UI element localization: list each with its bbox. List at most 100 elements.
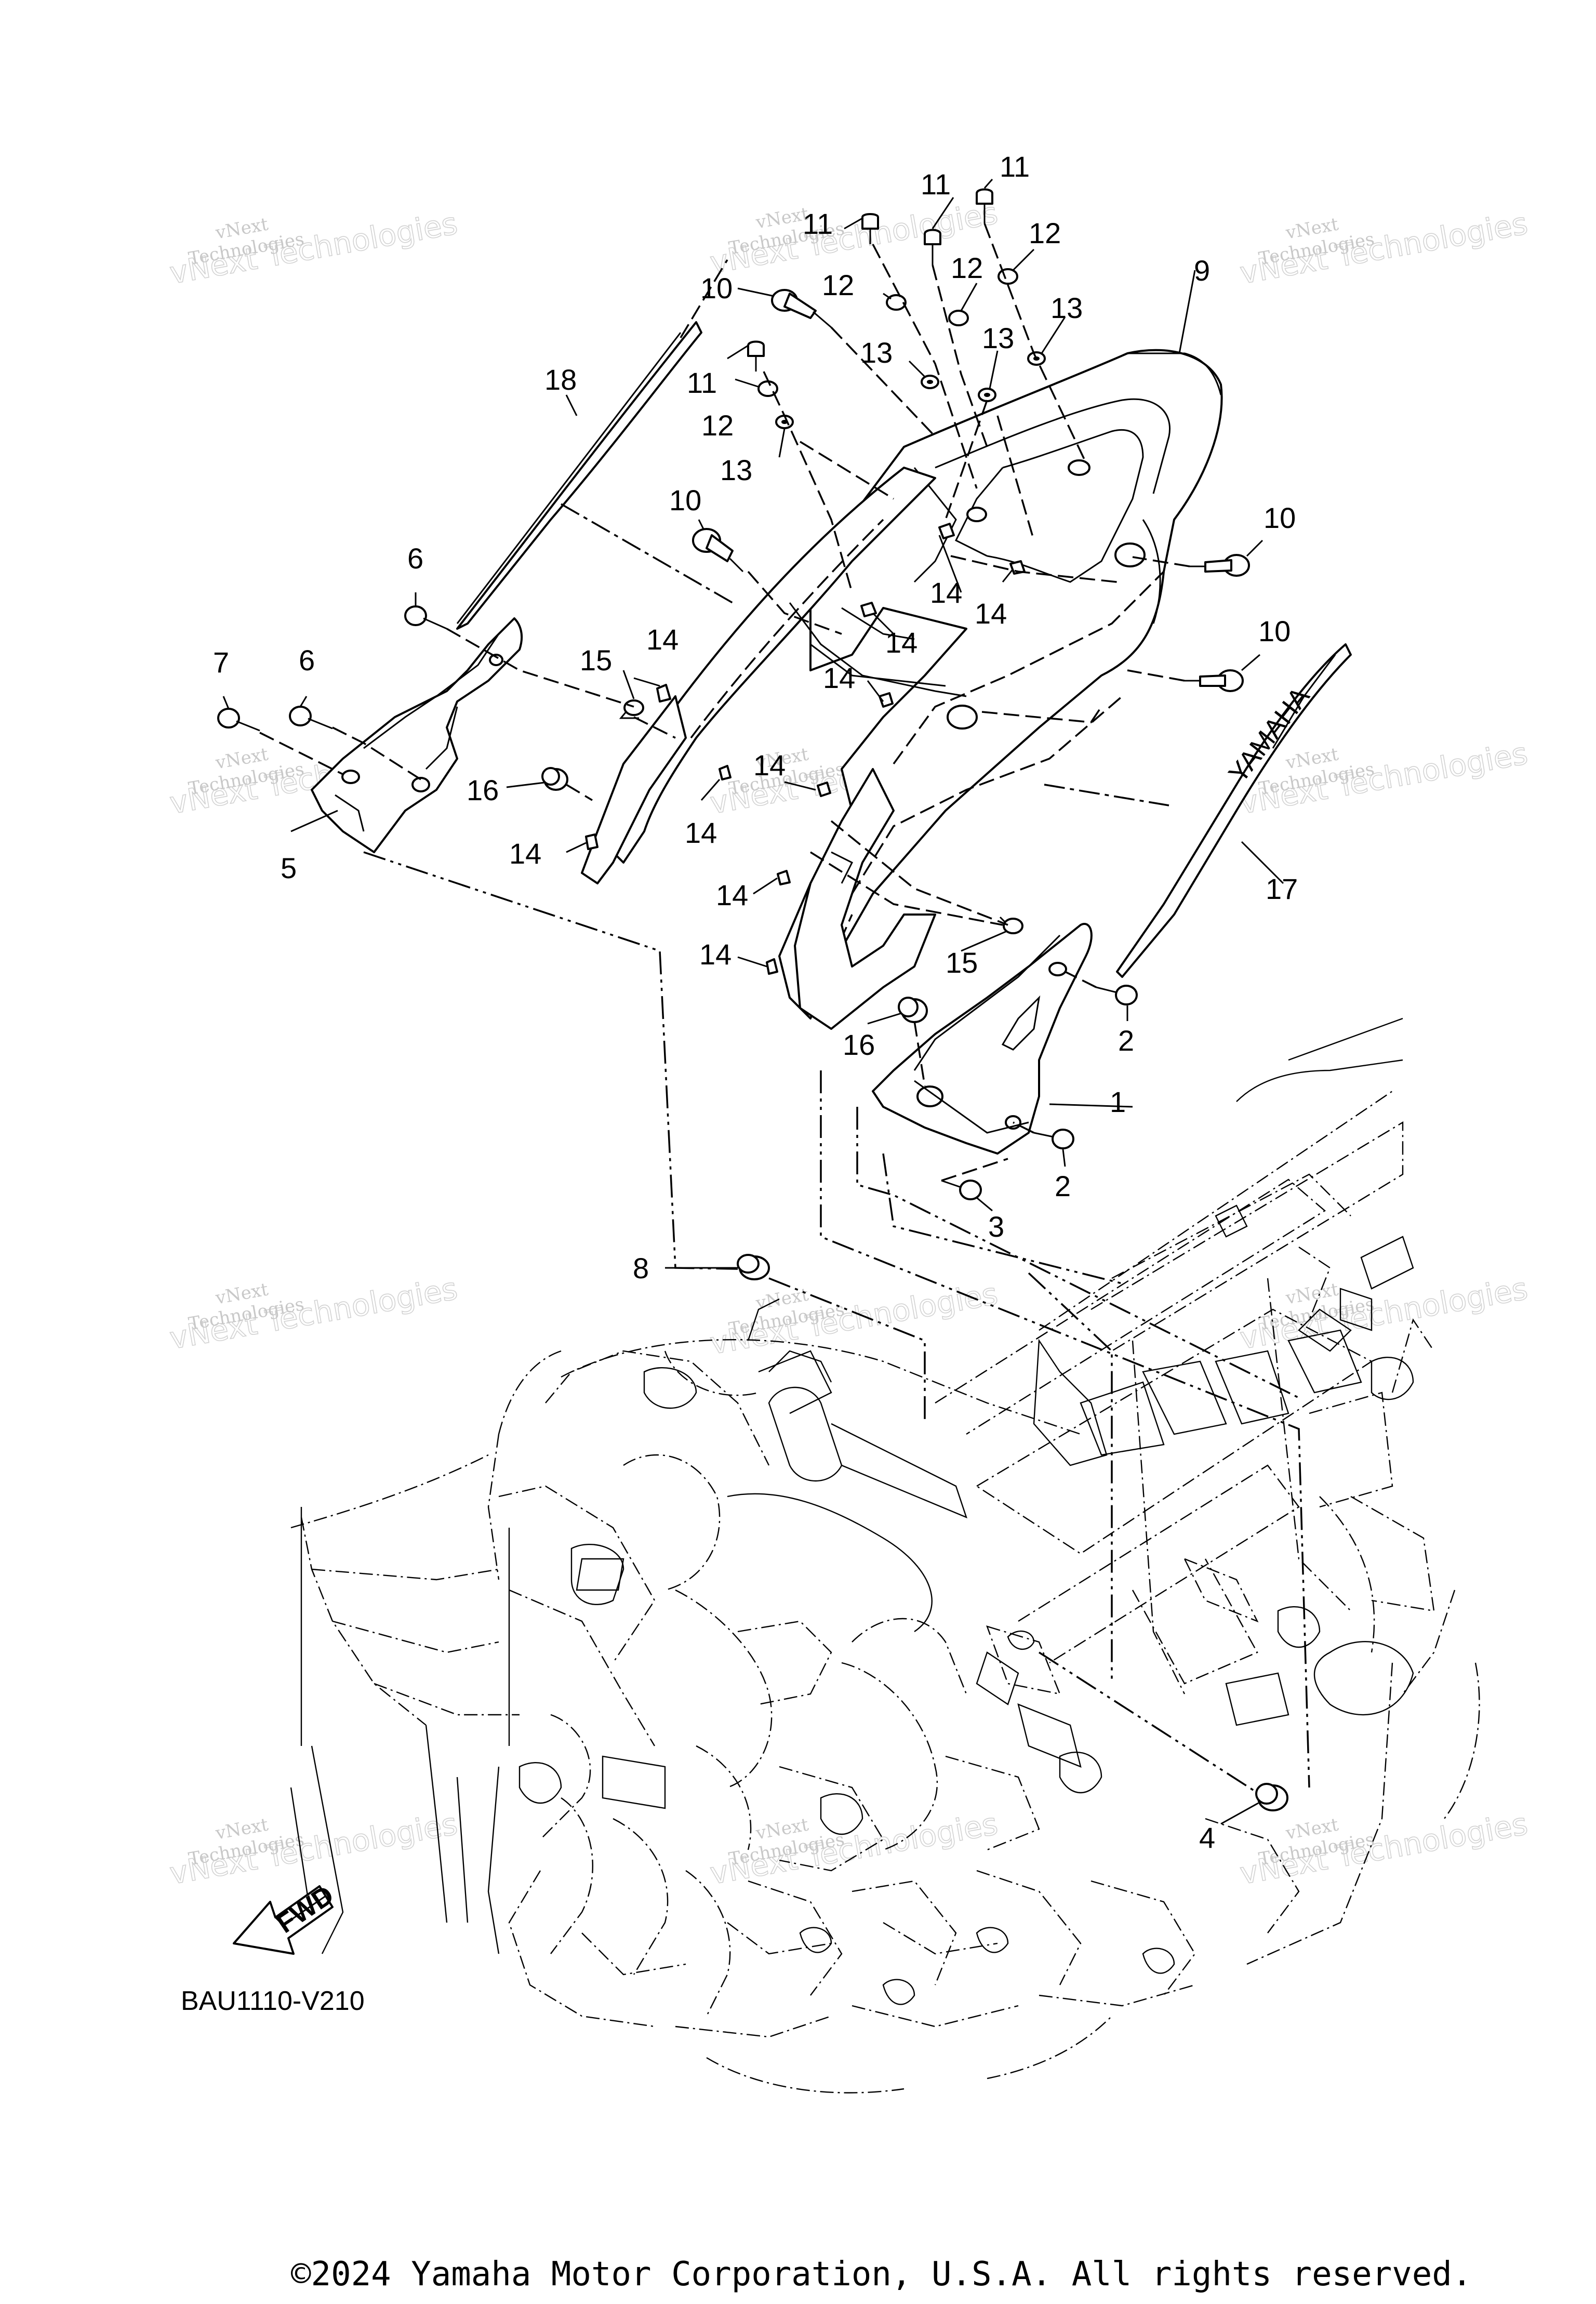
callout-2[interactable]: 2 <box>1118 1024 1134 1057</box>
callout-6[interactable]: 6 <box>299 644 315 677</box>
callout-5[interactable]: 5 <box>281 852 297 884</box>
rear-frame-bracket <box>581 695 687 884</box>
mount-hole <box>411 777 430 792</box>
bolt-6 <box>404 605 447 630</box>
callout-10[interactable]: 10 <box>669 484 701 517</box>
callout-14[interactable]: 14 <box>823 661 855 694</box>
clip-14 <box>860 602 877 617</box>
callout-8[interactable]: 8 <box>633 1252 649 1285</box>
callout-15[interactable]: 15 <box>946 946 978 979</box>
callout-10[interactable]: 10 <box>1264 501 1296 534</box>
washer-13 <box>921 375 939 389</box>
callout-12[interactable]: 12 <box>951 251 983 284</box>
callout-1[interactable]: 1 <box>1110 1085 1126 1118</box>
watermark: vNext Technologies vNext Technologies <box>167 1806 460 1892</box>
hardware <box>217 188 1288 1811</box>
callout-14[interactable]: 14 <box>716 879 748 911</box>
mount-hole <box>341 770 360 784</box>
mount-hole <box>916 1085 943 1107</box>
copyright-notice: ©2024 Yamaha Motor Corporation, U.S.A. A… <box>291 2255 1472 2294</box>
callout-14[interactable]: 14 <box>509 837 541 870</box>
callouts: 1 2 2 3 4 5 6 6 7 8 9 10 10 10 10 11 11 … <box>213 150 1298 1854</box>
bolt-11 <box>747 340 765 372</box>
decal-17: YAMAHA <box>1116 643 1352 978</box>
side-cover-5 <box>311 617 523 853</box>
callout-16[interactable]: 16 <box>843 1028 875 1061</box>
callout-14[interactable]: 14 <box>646 623 679 656</box>
callout-13[interactable]: 13 <box>720 454 752 486</box>
mount-hole <box>1114 542 1146 567</box>
callout-13[interactable]: 13 <box>1050 292 1083 324</box>
callout-4[interactable]: 4 <box>1199 1821 1215 1854</box>
bolt-3 <box>941 1180 982 1200</box>
bolt-7 <box>217 708 260 732</box>
callout-9[interactable]: 9 <box>1194 254 1210 287</box>
fwd-arrow-icon: FWD <box>233 1880 339 1955</box>
callout-14[interactable]: 14 <box>685 816 717 849</box>
callout-10[interactable]: 10 <box>1258 615 1291 647</box>
clip-14 <box>938 523 955 539</box>
mount-hole <box>1068 459 1090 476</box>
clip-14 <box>585 833 598 850</box>
callout-12[interactable]: 12 <box>1029 217 1061 249</box>
callout-12[interactable]: 12 <box>701 409 734 442</box>
callout-14[interactable]: 14 <box>975 597 1007 630</box>
mount-hole <box>947 705 978 730</box>
clip-14 <box>766 958 778 975</box>
bolt-11 <box>924 229 941 265</box>
grommet-4 <box>1255 1783 1288 1811</box>
callout-14[interactable]: 14 <box>885 626 917 659</box>
callout-11[interactable]: 11 <box>803 207 833 240</box>
callout-11[interactable]: 11 <box>1000 150 1030 183</box>
clip-14 <box>719 765 732 780</box>
right-side-cover <box>872 923 1093 1155</box>
watermark: vNext Technologies vNext Technologies <box>1237 1270 1531 1357</box>
bolt-10 <box>1185 669 1244 692</box>
callout-10[interactable]: 10 <box>700 272 733 304</box>
collar-12 <box>948 310 969 326</box>
callout-13[interactable]: 13 <box>860 336 893 369</box>
callout-18[interactable]: 18 <box>544 363 577 396</box>
mount-hole <box>966 507 987 522</box>
collar-12 <box>998 268 1018 285</box>
callout-7[interactable]: 7 <box>213 646 229 679</box>
bolt-10 <box>692 528 744 573</box>
rear-side-panel <box>794 768 936 1030</box>
clip-14 <box>656 684 671 703</box>
callout-16[interactable]: 16 <box>467 774 499 806</box>
collar-12 <box>886 294 907 311</box>
motorcycle-frame-background <box>290 1017 1480 2094</box>
callout-14[interactable]: 14 <box>699 938 732 971</box>
callout-13[interactable]: 13 <box>982 322 1014 354</box>
clip-14 <box>777 870 791 885</box>
callout-17[interactable]: 17 <box>1266 872 1298 905</box>
callout-11[interactable]: 11 <box>687 366 717 399</box>
clip-15 <box>999 916 1023 934</box>
clip-15 <box>619 699 644 719</box>
callout-14[interactable]: 14 <box>753 749 786 782</box>
bolt-10 <box>771 289 832 328</box>
watermark: vNext Technologies vNext Technologies <box>1237 205 1531 292</box>
diagram-code: BAU1110-V210 <box>181 1986 365 2016</box>
left-side-cover <box>311 617 523 853</box>
callout-11[interactable]: 11 <box>921 168 951 201</box>
callout-3[interactable]: 3 <box>988 1210 1004 1243</box>
grommet-16 <box>541 767 568 791</box>
decal-18 <box>456 321 702 630</box>
callout-2[interactable]: 2 <box>1055 1170 1071 1202</box>
callout-6[interactable]: 6 <box>407 542 423 575</box>
callout-15[interactable]: 15 <box>580 644 612 677</box>
mount-hole <box>489 654 503 666</box>
mount-hole <box>1048 962 1067 976</box>
clip-14 <box>817 782 831 797</box>
clip-14 <box>879 692 894 708</box>
bolt-11 <box>976 188 993 223</box>
bolt-2 <box>1096 985 1138 1005</box>
assembly-lines <box>259 223 1310 1794</box>
bolt-2 <box>1033 1129 1074 1149</box>
watermark: vNext Technologies vNext Technologies <box>167 205 460 292</box>
leader-lines <box>222 179 1284 1825</box>
callout-12[interactable]: 12 <box>822 269 854 301</box>
callout-14[interactable]: 14 <box>930 576 962 609</box>
